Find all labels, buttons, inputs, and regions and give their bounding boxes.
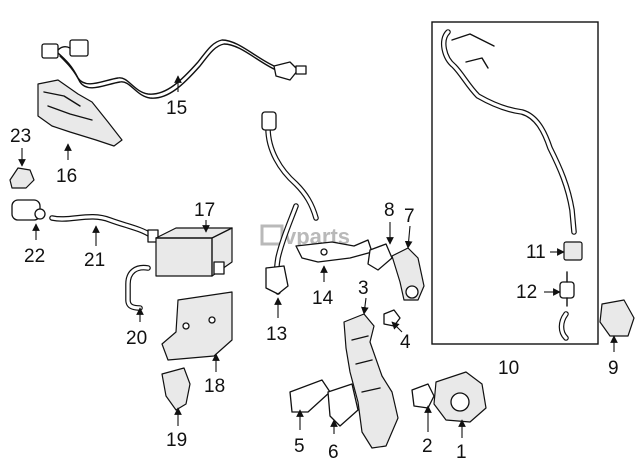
bracket-hole-b [208, 316, 216, 324]
part-5-gasket [289, 379, 331, 413]
canister-edges [155, 227, 233, 277]
part-2-gasket [411, 383, 435, 409]
part-13-sensor-pipe [261, 111, 319, 295]
pipe-body [343, 313, 399, 449]
callout-12: 12 [516, 282, 537, 303]
callout-2: 2 [422, 436, 433, 457]
leader-7 [404, 225, 413, 249]
sensor-port [34, 208, 46, 220]
part-12-check-valve [559, 271, 575, 307]
leader-4 [391, 321, 403, 333]
callout-19: 19 [166, 430, 187, 451]
sensor-head [261, 111, 277, 131]
bracket-plate [161, 291, 233, 361]
canister-body [155, 227, 233, 277]
callout-15: 15 [166, 98, 187, 119]
callout-1: 1 [456, 442, 467, 463]
part-9-valve [599, 299, 635, 337]
callout-5: 5 [294, 436, 305, 457]
callout-11: 11 [526, 242, 546, 263]
leader-lines [18, 75, 618, 438]
oxygen-sensor-tip [295, 65, 307, 75]
part-11-filter-cap [563, 241, 583, 261]
hose-end-fitting [147, 229, 159, 243]
part-17-canister [155, 227, 233, 277]
pipe-bands [351, 335, 381, 393]
callout-23: 23 [10, 126, 31, 147]
oxygen-sensor-body [273, 61, 299, 81]
part-21-hose [49, 214, 159, 243]
part-6-gasket [327, 383, 359, 427]
pipe-flange [265, 265, 289, 295]
part-7-elbow [391, 247, 425, 301]
callout-18: 18 [204, 376, 225, 397]
callout-17: 17 [194, 200, 215, 221]
part-10-tube-assembly [440, 29, 577, 235]
part-8-gasket [367, 243, 393, 271]
part-1-valve [433, 371, 487, 423]
callout-4: 4 [400, 332, 411, 353]
logo-mark-icon [260, 224, 284, 246]
harness-wire-outline [59, 43, 277, 99]
part-19-shield [161, 367, 191, 411]
callout-3: 3 [358, 278, 369, 299]
callout-22: 22 [24, 246, 45, 267]
harness-branch [57, 45, 71, 51]
bracket-hole-a [182, 322, 190, 330]
leader-3 [361, 297, 369, 315]
part-3-pipe-assembly [343, 313, 399, 449]
part-18-bracket [161, 291, 233, 361]
part-4-nut [383, 309, 401, 327]
tube-branch [451, 33, 495, 69]
heat-shield-ribs [43, 91, 93, 121]
callout-13: 13 [266, 324, 287, 345]
callout-labels: 15 16 23 22 21 17 20 18 19 13 14 8 7 3 4… [10, 98, 619, 463]
callout-14: 14 [312, 288, 334, 309]
callout-7: 7 [404, 206, 415, 227]
harness-wire [57, 39, 297, 95]
part-10-group-box [431, 21, 599, 345]
callout-6: 6 [328, 442, 339, 463]
check-valve-body [559, 281, 575, 299]
callout-8: 8 [384, 200, 395, 221]
canister-port [213, 261, 225, 275]
part-22-sensor [11, 199, 46, 221]
part-15-wiring-harness [41, 39, 307, 99]
part-20-hose [125, 264, 151, 311]
part-10-lower-hose [558, 311, 569, 341]
harness-connector-a [41, 43, 59, 59]
callout-9: 9 [608, 358, 619, 379]
part-16-heat-shield [37, 79, 123, 147]
heat-shield-body [37, 79, 123, 147]
part-23-bracket [9, 167, 35, 189]
callout-21: 21 [84, 250, 105, 271]
harness-connector-b [69, 39, 89, 57]
callout-10: 10 [498, 358, 519, 379]
callout-16: 16 [56, 166, 77, 187]
callout-20: 20 [126, 328, 147, 349]
